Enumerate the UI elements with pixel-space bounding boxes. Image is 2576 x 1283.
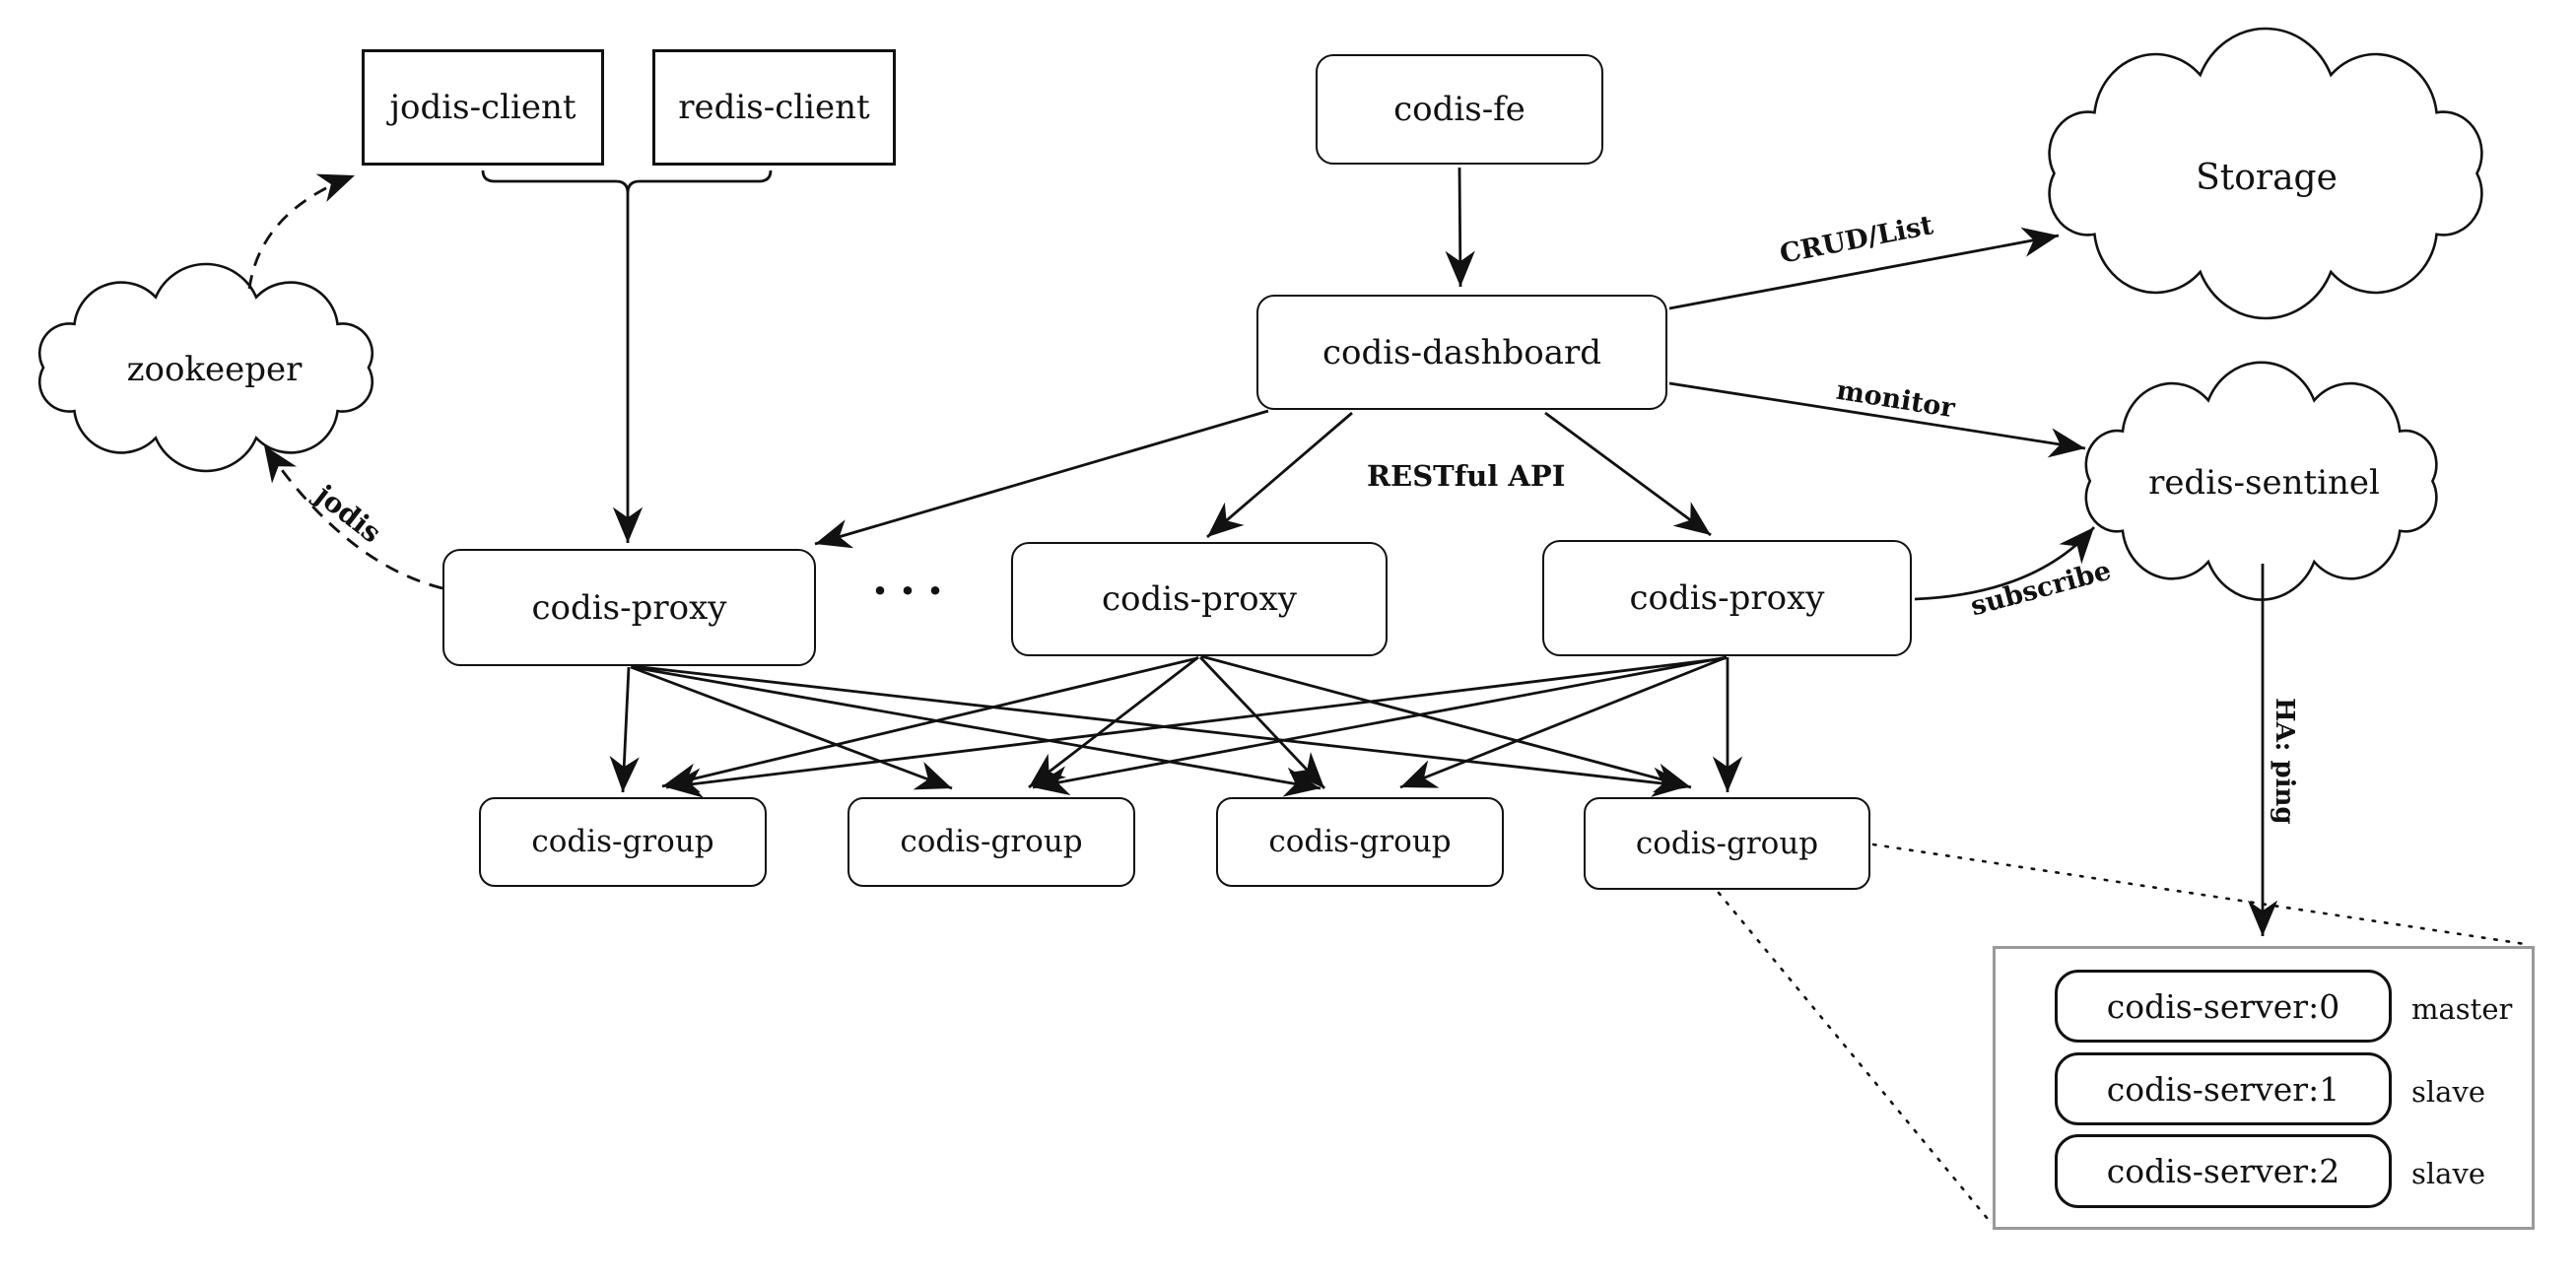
edge-proxy2-group4 — [1200, 654, 1692, 793]
edge-zookeeper-to-jodis-client — [247, 173, 356, 290]
node-codis-server-1: codis-server:1 — [2055, 1052, 2392, 1125]
redis-sentinel-cloud-shape — [2086, 363, 2437, 600]
edge-proxy3-group1 — [665, 656, 1727, 798]
dotted-group4-to-servers-bottom — [1717, 891, 1995, 1227]
storage-cloud-shape — [2050, 29, 2482, 318]
server-1-role: slave — [2411, 1075, 2485, 1109]
server-0-role: master — [2411, 992, 2513, 1026]
node-codis-group-4: codis-group — [1584, 797, 1870, 890]
edge-proxy3-to-sentinel-subscribe — [1914, 526, 2096, 601]
edge-dashboard-to-storage — [1668, 227, 2060, 310]
node-codis-group-1: codis-group — [479, 797, 767, 887]
edge-proxy1-to-zookeeper-jodis — [262, 444, 443, 590]
node-jodis-client: jodis-client — [362, 49, 604, 166]
zookeeper-cloud-shape — [39, 264, 373, 471]
edge-label-restful-api: RESTful API — [1367, 459, 1566, 493]
node-codis-proxy-1: codis-proxy — [442, 549, 816, 666]
clients-brace — [481, 169, 773, 194]
edge-label-ha-ping: HA: ping — [2270, 698, 2299, 825]
edge-proxy2-group1 — [661, 656, 1198, 793]
dotted-group4-to-servers-top — [1871, 843, 2527, 946]
node-codis-proxy-2: codis-proxy — [1011, 542, 1388, 656]
server-2-role: slave — [2411, 1157, 2485, 1190]
edge-proxy1-group2 — [630, 665, 953, 790]
edge-dashboard-to-proxy2 — [1206, 411, 1353, 539]
node-codis-dashboard: codis-dashboard — [1256, 295, 1667, 410]
node-codis-fe: codis-fe — [1316, 54, 1603, 165]
edge-proxy1-group1 — [609, 666, 640, 793]
edge-dashboard-to-proxy3 — [1544, 411, 1712, 537]
node-codis-group-2: codis-group — [847, 797, 1135, 887]
edge-dashboard-to-proxy1 — [814, 409, 1269, 549]
edge-dashboard-to-sentinel — [1668, 381, 2086, 458]
edge-fe-to-dashboard — [1445, 167, 1475, 288]
edge-proxy2-group3 — [1198, 656, 1326, 789]
redis-sentinel-cloud: redis-sentinel — [2148, 463, 2380, 503]
node-codis-server-0: codis-server:0 — [2055, 970, 2392, 1043]
edge-proxy2-group2 — [1028, 655, 1199, 789]
node-codis-proxy-3: codis-proxy — [1542, 540, 1912, 656]
edge-proxy3-group2 — [1032, 655, 1728, 796]
node-codis-group-3: codis-group — [1216, 797, 1504, 887]
proxies-ellipsis: ··· — [872, 564, 956, 617]
edge-proxy1-group3 — [631, 665, 1322, 797]
node-codis-server-2: codis-server:2 — [2055, 1134, 2392, 1208]
storage-cloud: Storage — [2196, 157, 2338, 198]
node-redis-client: redis-client — [652, 49, 896, 166]
edge-proxy3-group3 — [1399, 655, 1728, 789]
zookeeper-cloud: zookeeper — [126, 350, 303, 389]
